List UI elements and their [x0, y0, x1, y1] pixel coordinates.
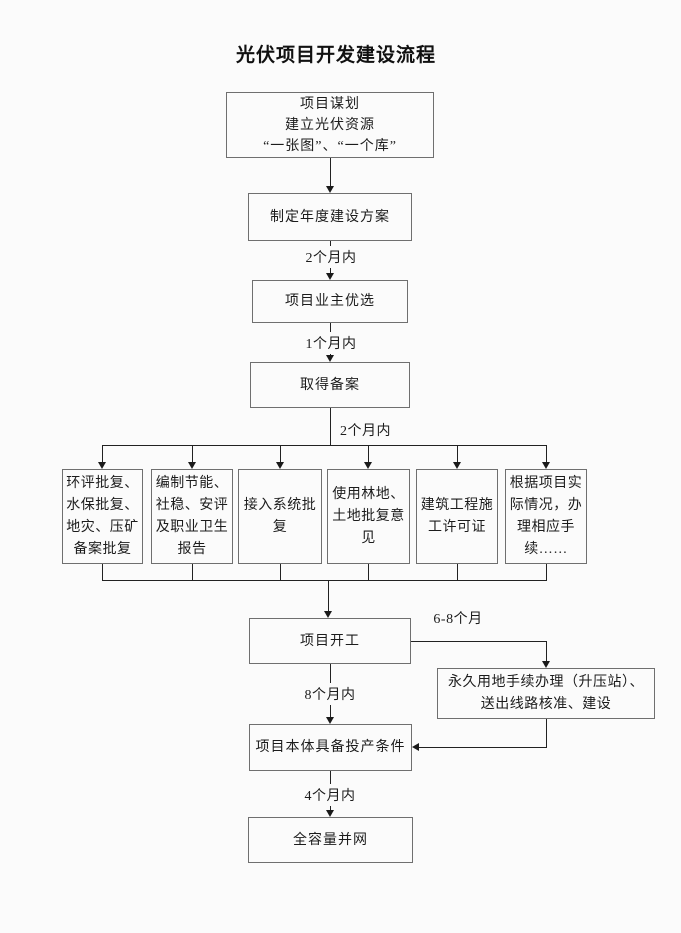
node-approval-reports: 编制节能、 社稳、安评 及职业卫生 报告 — [151, 469, 233, 564]
node-annual-plan: 制定年度建设方案 — [248, 193, 412, 241]
drop-line — [192, 445, 193, 463]
node-full-grid-connection: 全容量并网 — [248, 817, 413, 863]
node-owner-selection: 项目业主优选 — [252, 280, 408, 323]
connector-planning-annual — [330, 158, 331, 186]
edge-label-annual-owner: 2个月内 — [302, 246, 360, 268]
connector-start-permanent-v — [546, 641, 547, 661]
node-approval-grid-access: 接入系统批 复 — [238, 469, 322, 564]
arrowhead-down-icon — [364, 462, 372, 469]
node-approval-other: 根据项目实 际情况，办 理相应手 续…… — [505, 469, 587, 564]
drop-line — [546, 445, 547, 463]
node-filing: 取得备案 — [250, 362, 410, 408]
arrowhead-down-icon — [188, 462, 196, 469]
node-approval-construction-permit: 建筑工程施 工许可证 — [416, 469, 498, 564]
page-title: 光伏项目开发建设流程 — [235, 45, 437, 66]
arrowhead-left-icon — [412, 743, 419, 751]
arrowhead-down-icon — [453, 462, 461, 469]
arrowhead-down-icon — [276, 462, 284, 469]
edge-label-filing-approvals: 2个月内 — [340, 424, 391, 439]
arrowhead-down-icon — [324, 611, 332, 618]
node-ready-for-production: 项目本体具备投产条件 — [249, 724, 412, 771]
connector-approvals-start — [328, 580, 329, 611]
distributor-rail — [102, 445, 546, 446]
arrowhead-down-icon — [326, 273, 334, 280]
stub-line — [368, 564, 369, 581]
edge-label-ready-grid: 4个月内 — [301, 784, 359, 806]
arrowhead-down-icon — [542, 661, 550, 668]
stub-line — [457, 564, 458, 581]
drop-line — [280, 445, 281, 463]
arrowhead-down-icon — [326, 717, 334, 724]
drop-line — [368, 445, 369, 463]
arrowhead-down-icon — [326, 186, 334, 193]
connector-permanent-ready-h — [419, 747, 547, 748]
node-project-planning: 项目谋划 建立光伏资源 “一张图”、“一个库” — [226, 92, 434, 158]
node-construction-start: 项目开工 — [249, 618, 411, 664]
arrowhead-down-icon — [326, 355, 334, 362]
arrowhead-down-icon — [542, 462, 550, 469]
connector-filing-distributor — [330, 408, 331, 446]
arrowhead-down-icon — [326, 810, 334, 817]
node-permanent-land: 永久用地手续办理（升压站）、 送出线路核准、建设 — [437, 668, 655, 719]
connector-permanent-ready-v — [546, 719, 547, 748]
stub-line — [280, 564, 281, 581]
connector-start-permanent-h — [411, 641, 547, 642]
convergence-rail — [102, 580, 546, 581]
edge-label-start-ready: 8个月内 — [301, 683, 359, 705]
drop-line — [457, 445, 458, 463]
drop-line — [102, 445, 103, 463]
edge-label-owner-filing: 1个月内 — [302, 332, 360, 354]
stub-line — [192, 564, 193, 581]
stub-line — [102, 564, 103, 581]
stub-line — [546, 564, 547, 581]
arrowhead-down-icon — [98, 462, 106, 469]
edge-label-start-permanent: 6-8个月 — [433, 612, 483, 627]
node-approval-env: 环评批复、 水保批复、 地灾、压矿 备案批复 — [62, 469, 143, 564]
node-approval-land: 使用林地、 土地批复意 见 — [327, 469, 410, 564]
